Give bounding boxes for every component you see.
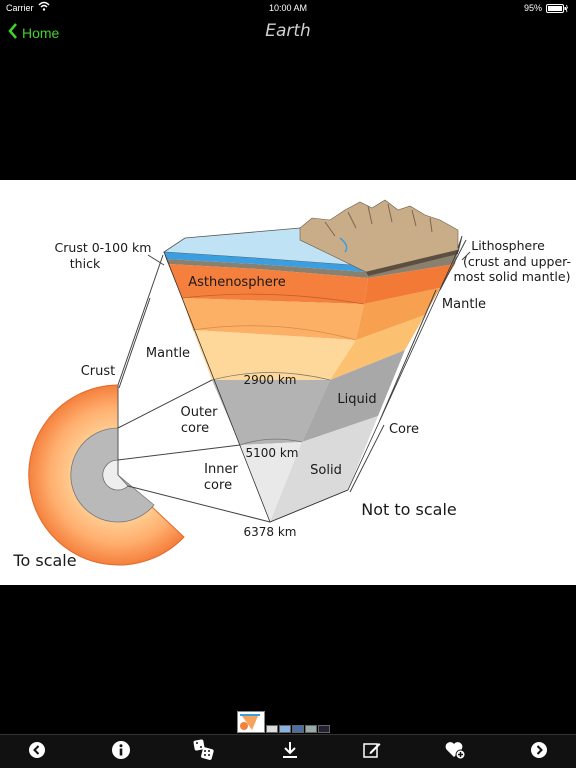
label-outer-core-1: Outer [181, 405, 219, 420]
connector-lines [117, 254, 271, 523]
label-core: Core [389, 422, 419, 437]
status-bar: Carrier 10:00 AM 95% [0, 0, 576, 16]
thumbnail-6[interactable] [318, 725, 330, 733]
random-button[interactable] [192, 739, 216, 766]
label-to-scale: To scale [12, 551, 76, 570]
label-depth-2900: 2900 km [244, 373, 297, 387]
thumbnail-2[interactable] [266, 725, 278, 733]
page-title: Earth [265, 21, 311, 41]
download-button[interactable] [278, 740, 302, 764]
label-solid: Solid [310, 463, 342, 478]
dice-icon [193, 739, 215, 766]
label-lithosphere-3: most solid mantle) [454, 269, 571, 284]
label-inner-core-2: core [204, 478, 232, 493]
label-outer-core-2: core [181, 421, 209, 436]
label-asthenosphere: Asthenosphere [188, 275, 286, 290]
thumbnail-4[interactable] [292, 725, 304, 733]
heart-add-icon [444, 740, 466, 765]
chevron-left-icon [28, 741, 46, 764]
thumbnail-3[interactable] [279, 725, 291, 733]
to-scale-cross-section [28, 384, 185, 566]
chevron-left-icon [8, 22, 18, 44]
home-back-button[interactable]: Home [8, 22, 60, 44]
wedge-outline [163, 249, 459, 523]
label-crust-thickness-1: Crust 0-100 km [55, 240, 152, 255]
label-inner-core-1: Inner [204, 462, 238, 477]
thumbnail-strip [236, 711, 330, 733]
label-liquid: Liquid [337, 392, 376, 407]
info-icon [111, 740, 131, 765]
favorite-button[interactable] [443, 740, 467, 764]
earth-structure-image[interactable]: Crust 0-100 km thick Lithosphere (crust … [0, 180, 576, 585]
label-lithosphere-1: Lithosphere [471, 238, 545, 253]
status-time: 10:00 AM [268, 3, 308, 13]
thumbnail-5[interactable] [305, 725, 317, 733]
battery-icon [546, 4, 569, 13]
label-lithosphere-2: (crust and upper- [463, 254, 571, 269]
chevron-right-icon [530, 741, 548, 764]
previous-button[interactable] [25, 740, 49, 764]
edit-button[interactable] [360, 740, 384, 764]
wifi-icon [38, 1, 50, 13]
info-button[interactable] [109, 740, 133, 764]
label-mantle-right: Mantle [442, 297, 486, 312]
edit-icon [362, 740, 382, 765]
wedge-left-face [162, 227, 371, 522]
label-depth-6378: 6378 km [244, 525, 297, 539]
carrier-label: Carrier [6, 3, 34, 13]
thumbnail-earth-structure[interactable] [237, 711, 265, 733]
label-mantle-left: Mantle [146, 346, 190, 361]
download-icon [280, 740, 300, 765]
brackets [349, 235, 471, 493]
label-crust: Crust [81, 364, 116, 379]
label-not-to-scale: Not to scale [361, 500, 457, 519]
label-crust-thickness-2: thick [70, 256, 101, 271]
navigation-bar: Home Earth [0, 16, 576, 49]
terrain-block [299, 199, 459, 276]
bottom-toolbar [0, 734, 576, 768]
label-depth-5100: 5100 km [246, 446, 299, 460]
back-label: Home [22, 25, 60, 41]
next-button[interactable] [527, 740, 551, 764]
battery-percent: 95% [523, 3, 542, 13]
